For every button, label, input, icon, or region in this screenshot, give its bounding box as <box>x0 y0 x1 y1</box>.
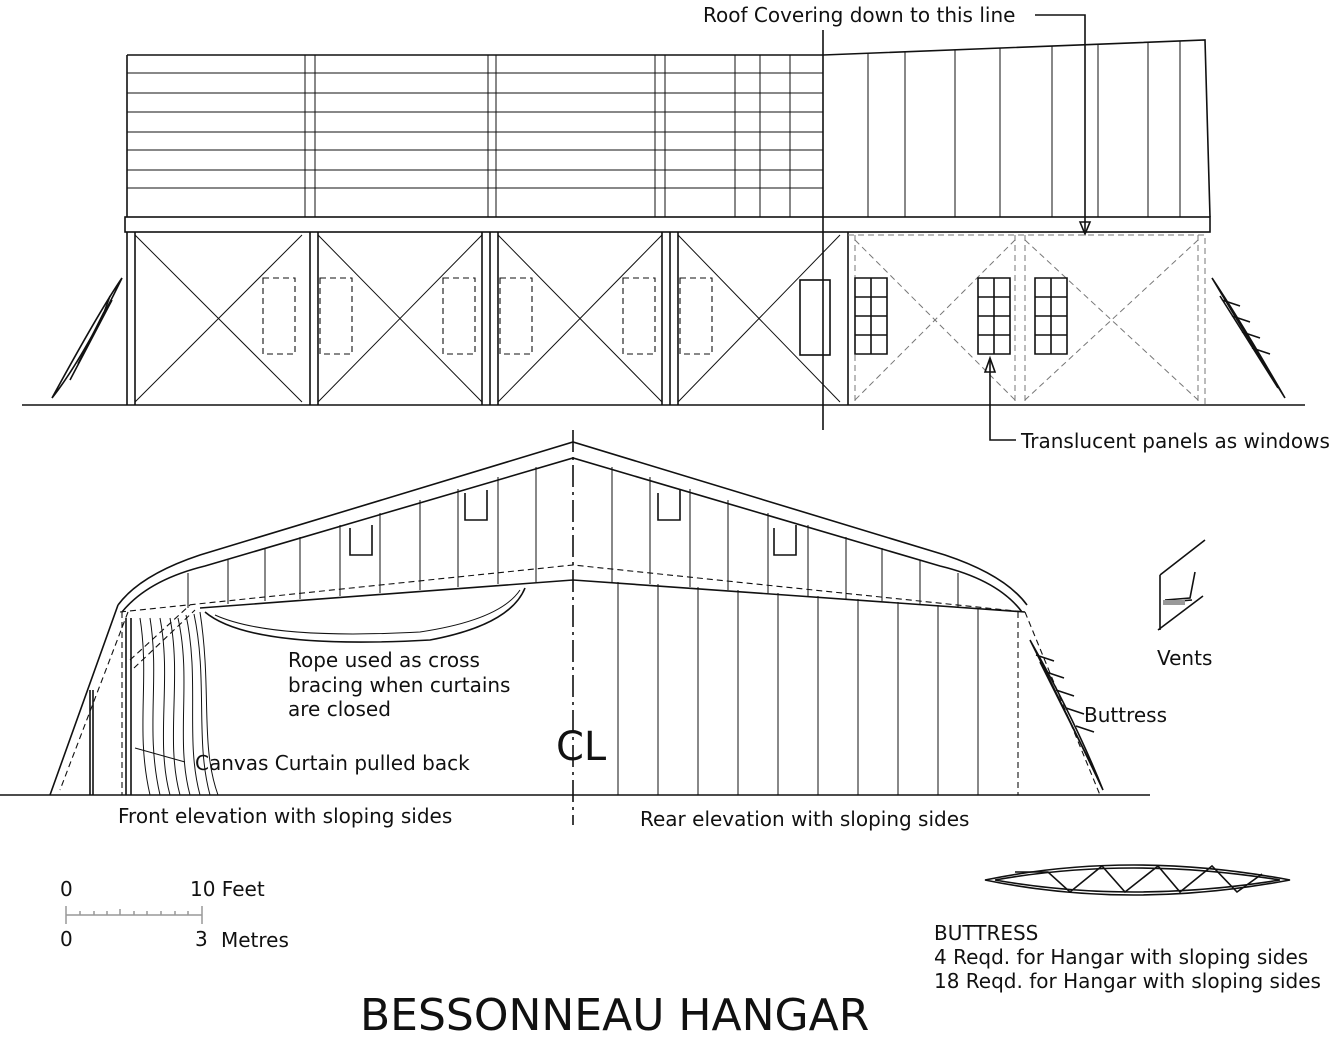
roof-label-leader <box>1035 14 1086 232</box>
buttress-detail: BUTTRESS 4 Reqd. for Hangar with sloping… <box>934 864 1321 993</box>
rope-label-line-2: bracing when curtains <box>288 673 510 697</box>
buttress-right <box>1211 277 1286 399</box>
rope-label-line-1: Rope used as cross <box>288 648 480 672</box>
buttress-heading: BUTTRESS <box>934 921 1038 945</box>
buttress-left <box>51 277 123 399</box>
canvas-curtain <box>134 611 219 796</box>
roof-panels <box>187 467 959 608</box>
buttress-label: Buttress <box>1084 703 1167 727</box>
windows-label: Translucent panels as windows <box>1020 429 1330 453</box>
front-rear-elevation: CL Vents Buttress Rope used as cross bra… <box>0 430 1212 831</box>
front-wall-left <box>49 604 196 796</box>
centerline-symbol: CL <box>556 724 607 770</box>
rope-label-line-3: are closed <box>288 697 391 721</box>
curtain-label: Canvas Curtain pulled back <box>195 751 470 775</box>
scale-metres-max: 3 <box>195 927 208 951</box>
braced-bays-right <box>848 234 1206 406</box>
window-panels <box>854 277 1068 355</box>
eave-beam <box>124 216 1211 233</box>
scale-feet-max: 10 Feet <box>190 877 265 901</box>
scale-feet-zero: 0 <box>60 877 73 901</box>
scale-metres-unit: Metres <box>221 928 289 952</box>
rope-bracing <box>204 587 526 643</box>
buttress-note-line-1: 4 Reqd. for Hangar with sloping sides <box>934 945 1308 969</box>
buttress-note-line-2: 18 Reqd. for Hangar with sloping sides <box>934 969 1321 993</box>
drawing-title: BESSONNEAU HANGAR <box>360 990 869 1041</box>
vents-label: Vents <box>1157 646 1212 670</box>
roof-covering-right <box>822 39 1211 218</box>
windows-label-leader <box>989 360 1016 441</box>
scale-metres-zero: 0 <box>60 927 73 951</box>
rear-caption: Rear elevation with sloping sides <box>640 807 969 831</box>
side-elevation: Roof Covering down to this line Transluc… <box>22 3 1330 453</box>
roof-covering-label: Roof Covering down to this line <box>703 3 1015 27</box>
scale-bar: 0 10 Feet 0 3 Metres <box>60 877 289 952</box>
vent-icon <box>1157 539 1206 631</box>
buttress-front-right <box>1029 639 1104 791</box>
braced-bays-left <box>126 232 849 405</box>
front-caption: Front elevation with sloping sides <box>118 804 452 828</box>
roof-slats-left <box>126 54 823 217</box>
rear-wall-panels <box>617 582 1101 796</box>
